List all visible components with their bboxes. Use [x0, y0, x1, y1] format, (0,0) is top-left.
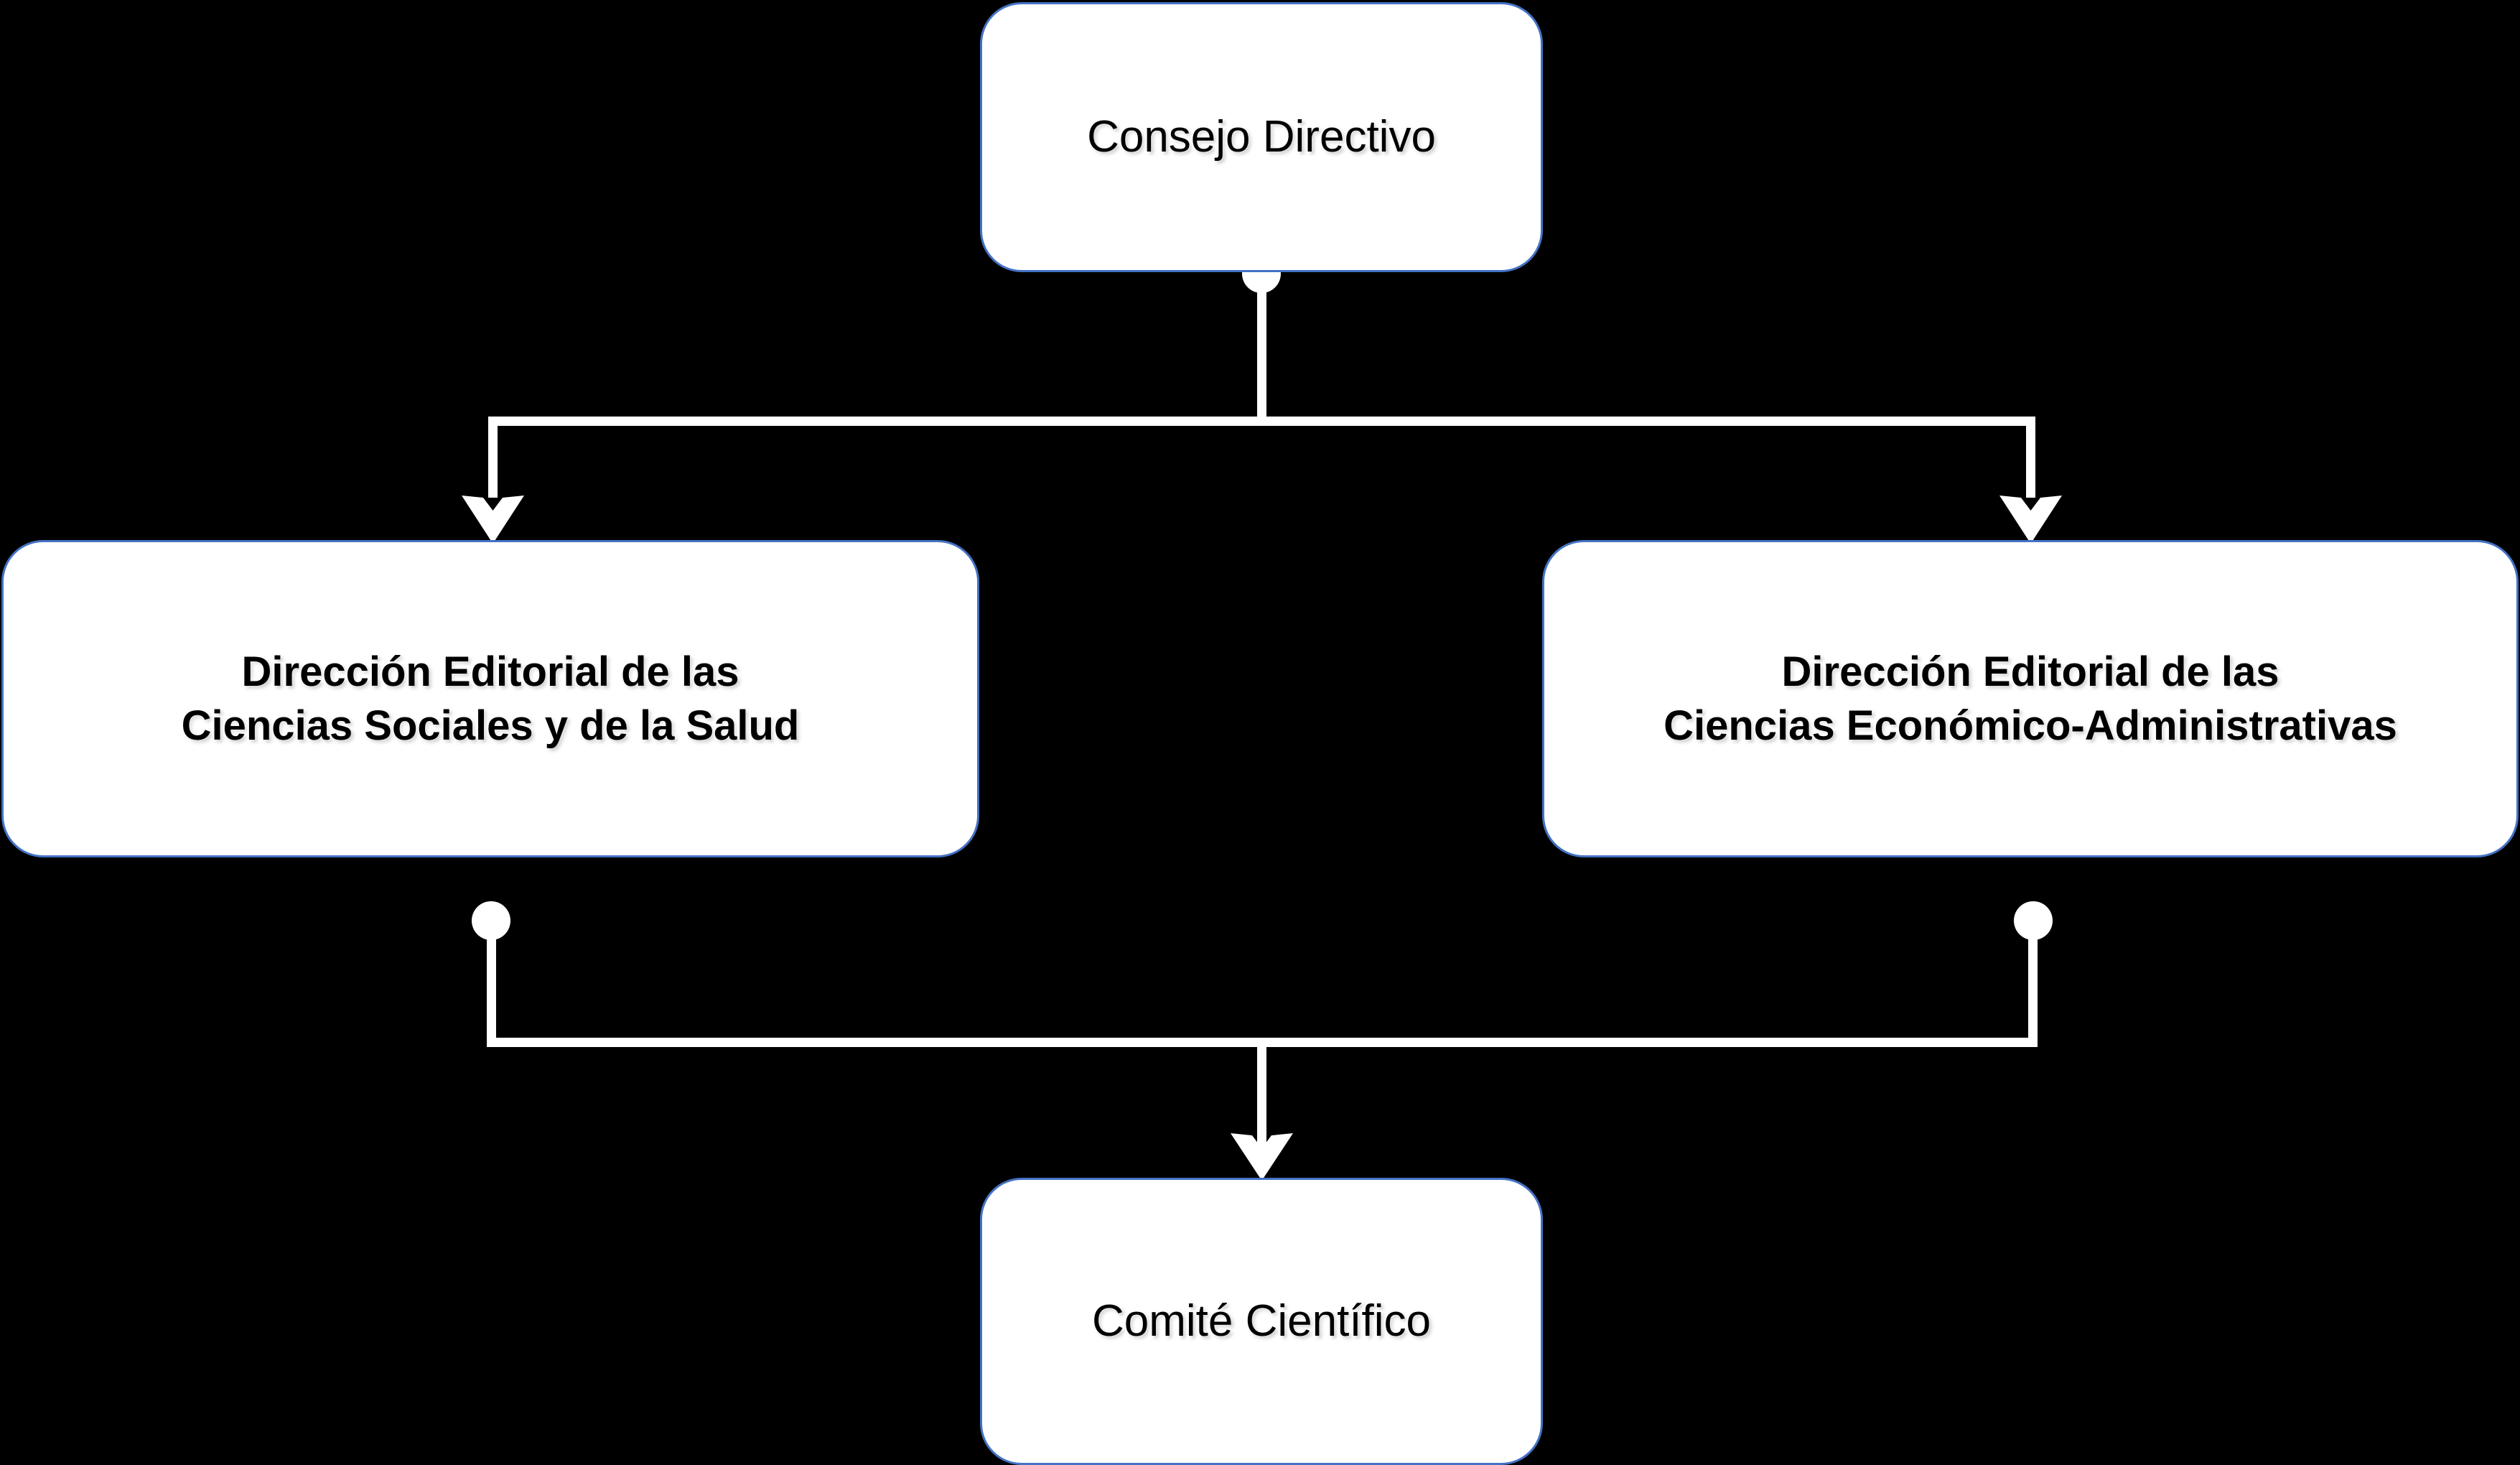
connector-stub-right [2028, 921, 2038, 1047]
node-direccion-editorial-ciencias-sociales-salud[interactable]: Dirección Editorial de las Ciencias Soci… [1, 540, 979, 857]
node-direccion-editorial-ciencias-economico-administrativas[interactable]: Dirección Editorial de las Ciencias Econ… [1542, 540, 2519, 857]
arrowhead-to-comite-cientifico [1231, 1133, 1293, 1181]
arrowhead-to-sociales-salud [462, 496, 524, 544]
node-label-direccion-sociales-salud: Dirección Editorial de las Ciencias Soci… [181, 648, 800, 749]
edge-direcciones-to-comite [472, 901, 2053, 1181]
node-comite-cientifico[interactable]: Comité Científico [980, 1178, 1543, 1465]
connector-stub-left [487, 921, 496, 1047]
node-consejo-directivo[interactable]: Consejo Directivo [980, 2, 1543, 272]
node-label-consejo-directivo: Consejo Directivo [1087, 111, 1436, 162]
connector-drop-right [2026, 417, 2035, 498]
connector-bar-horizontal-top [488, 417, 2035, 426]
connector-stem-vertical-bottom [1257, 1038, 1266, 1155]
node-label-comite-cientifico: Comité Científico [1091, 1296, 1432, 1346]
connector-stem-vertical-top [1257, 274, 1266, 417]
arrowhead-to-economico-administrativas [1999, 496, 2062, 544]
edge-consejo-to-direcciones [462, 254, 2062, 544]
node-label-direccion-economico-administrativas: Dirección Editorial de las Ciencias Econ… [1663, 648, 2397, 749]
connector-drop-left [488, 417, 498, 498]
